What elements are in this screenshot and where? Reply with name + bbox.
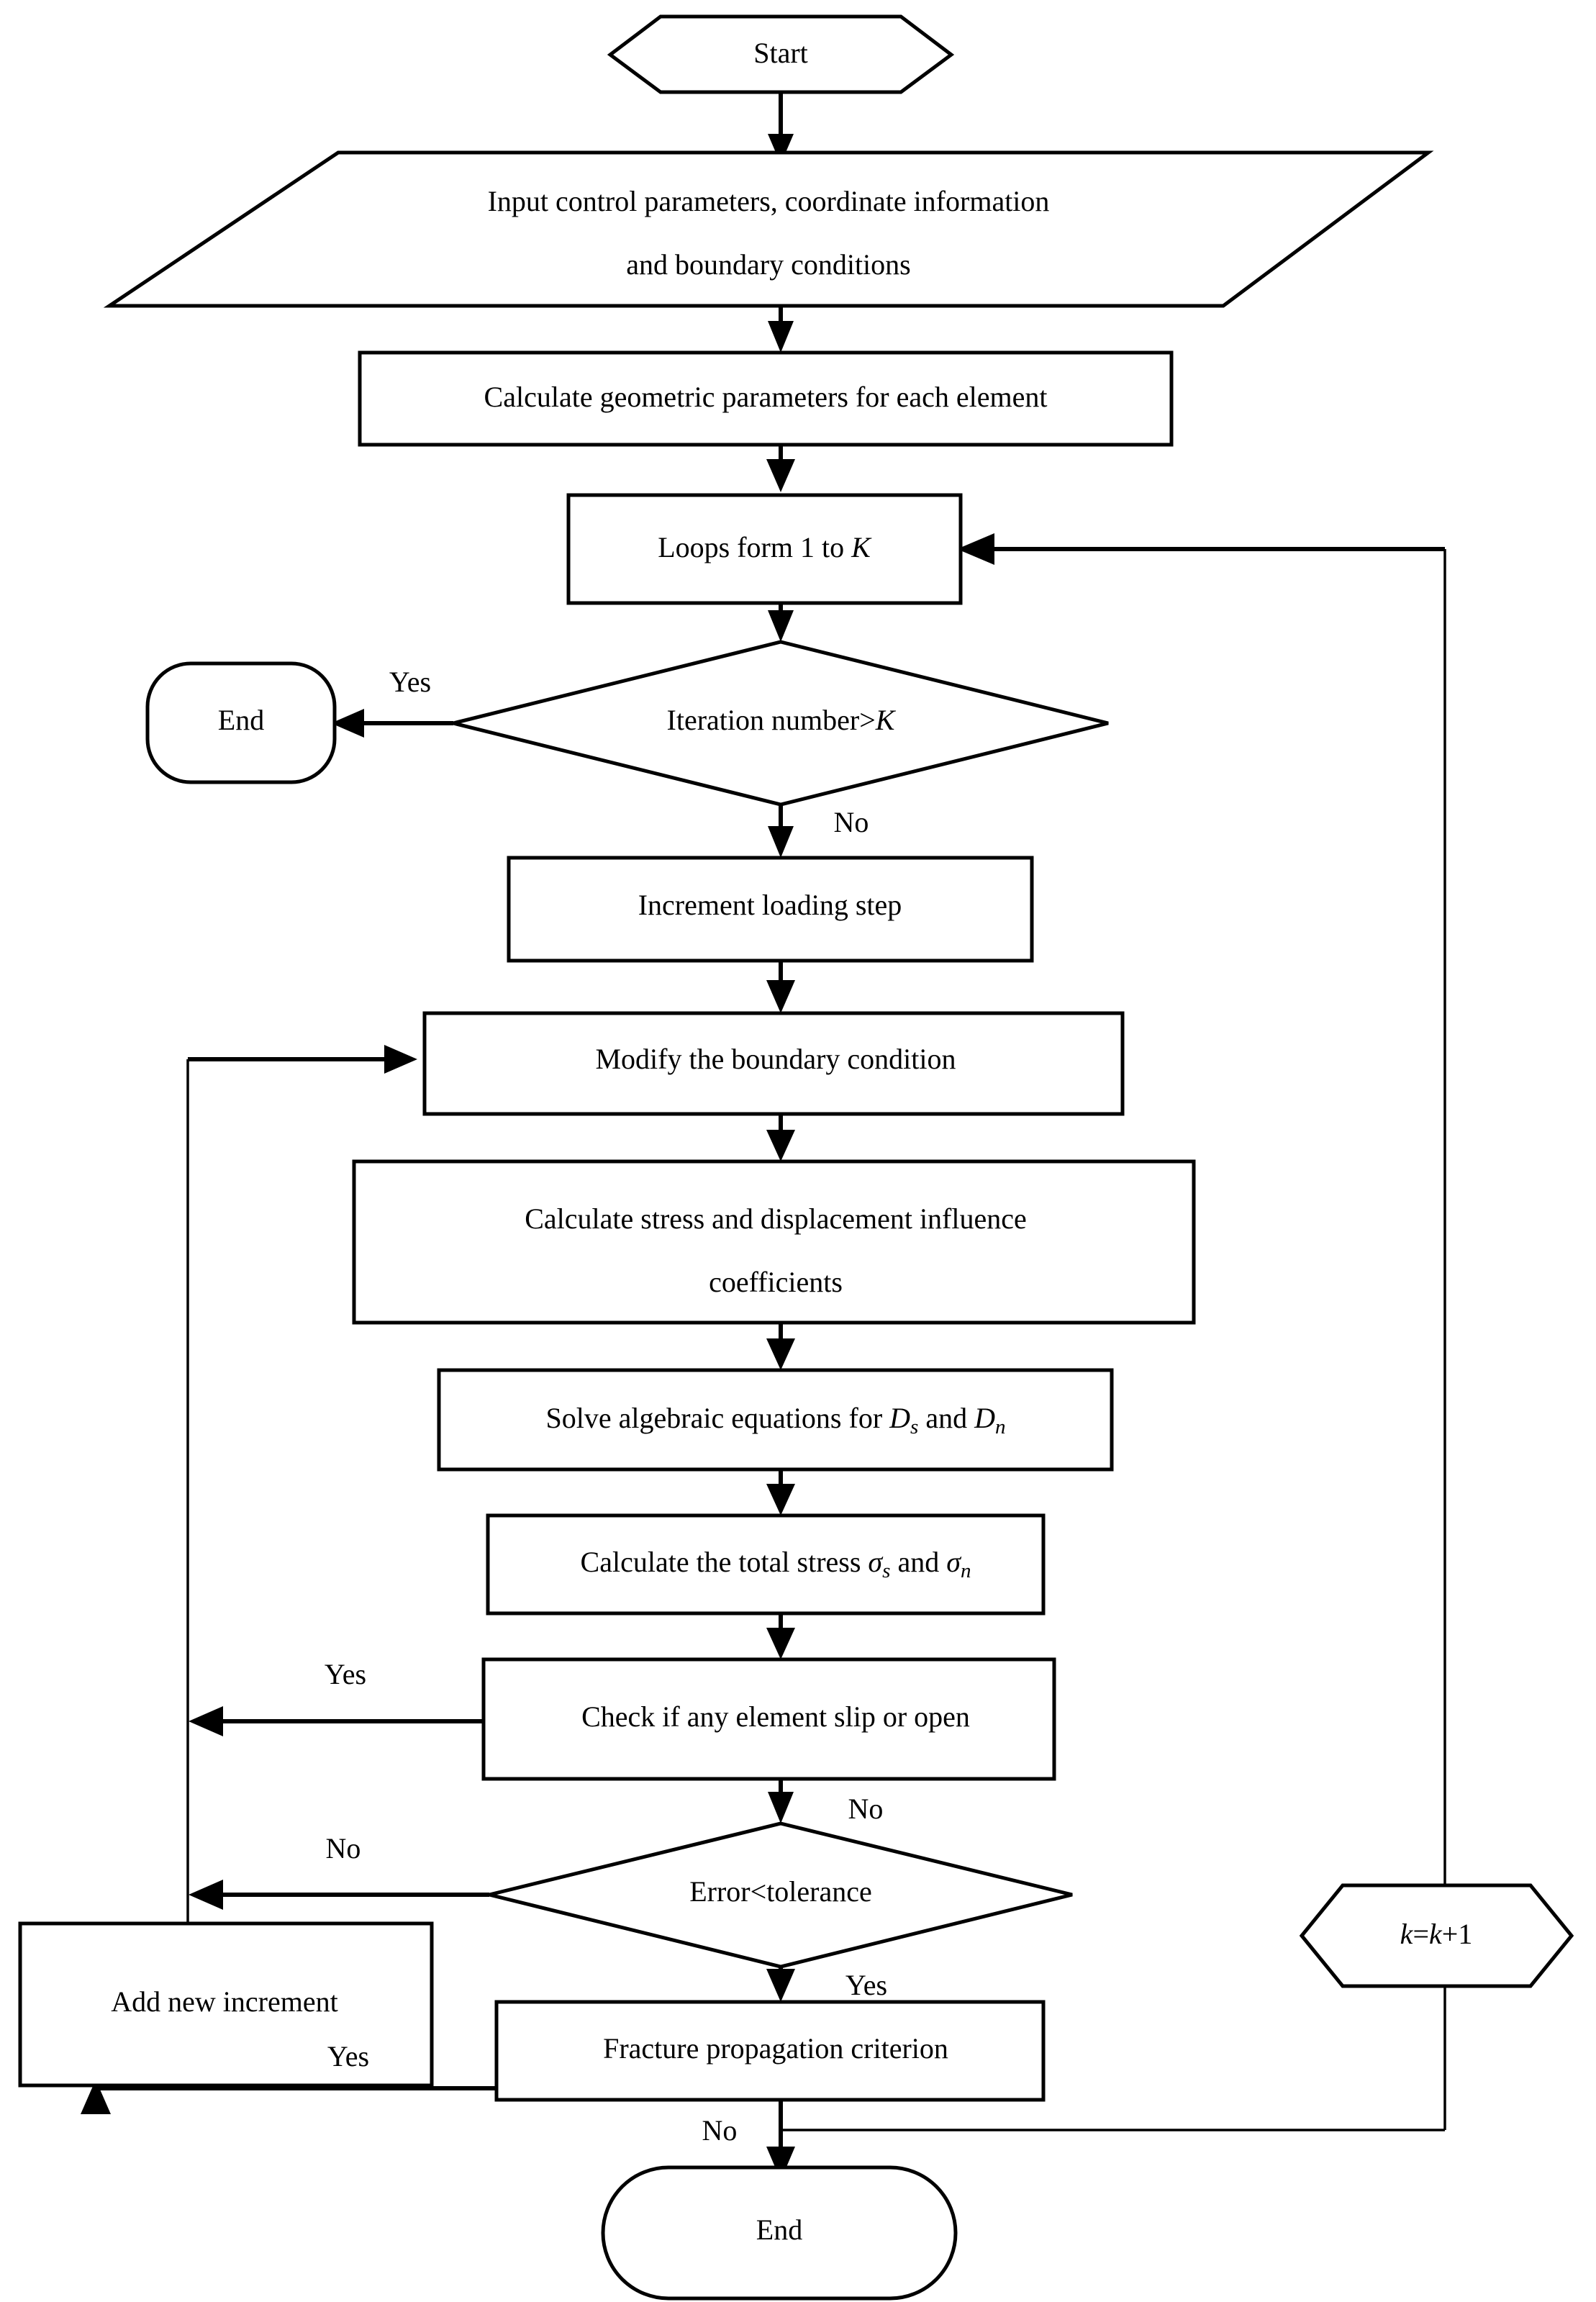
node-k-increment[interactable]: k=k+1 [1299, 1883, 1574, 1988]
node-total-stress-sub1: s [882, 1559, 890, 1582]
node-modify-boundary[interactable]: Modify the boundary condition [422, 1011, 1125, 1116]
edge-label-iteration-no: No [834, 806, 869, 838]
node-start-label: Start [753, 37, 808, 69]
node-end-left[interactable]: End [145, 661, 337, 784]
node-solve-equations-prefix: Solve algebraic equations for [546, 1402, 890, 1434]
node-error-tolerance[interactable]: Error<tolerance [489, 1821, 1073, 1969]
node-total-stress-text: Calculate the total stress σs and σn [581, 1546, 971, 1582]
edge-checkslip-yes-to-return [189, 1706, 484, 1736]
edge-itercheck-yes-to-end [331, 709, 453, 738]
node-end-bottom[interactable]: End [601, 2165, 958, 2301]
node-loops-prefix-text: Loops form 1 to [658, 531, 851, 563]
node-total-stress-sub2: n [961, 1559, 971, 1582]
node-add-increment[interactable]: Add new increment [18, 1921, 434, 2088]
node-increment-loading[interactable]: Increment loading step [507, 856, 1034, 963]
node-solve-equations-var1: D [889, 1402, 910, 1434]
node-error-tolerance-label: Error<tolerance [689, 1875, 872, 1908]
node-calculate-coefficients-line1: Calculate stress and displacement influe… [525, 1202, 1027, 1235]
node-solve-equations-var2: D [974, 1402, 995, 1434]
edge-calcgeom-to-loops [766, 445, 795, 492]
edge-fracture-yes-to-addincrement [81, 2080, 497, 2114]
edge-totalstress-to-checkslip [766, 1613, 795, 1659]
edge-label-error-no: No [326, 1832, 361, 1864]
node-total-stress-var2: σ [946, 1546, 961, 1578]
node-fracture-criterion[interactable]: Fracture propagation criterion [494, 2000, 1046, 2102]
node-total-stress-var1: σ [868, 1546, 883, 1578]
node-start[interactable]: Start [607, 14, 955, 94]
edge-label-iteration-yes: Yes [389, 666, 431, 698]
node-add-increment-label: Add new increment [111, 1985, 337, 2018]
node-end-bottom-label: End [756, 2213, 802, 2246]
edge-label-fracture-no: No [702, 2114, 738, 2147]
node-total-stress-mid: and [890, 1546, 946, 1578]
node-iteration-check[interactable]: Iteration number>K [453, 640, 1109, 807]
node-calculate-coefficients-line2: coefficients [709, 1266, 843, 1298]
node-total-stress-prefix: Calculate the total stress [581, 1546, 869, 1578]
node-k-increment-eq: = [1413, 1918, 1429, 1950]
edge-solveeq-to-totalstress [766, 1469, 795, 1515]
edge-incload-to-modifybc [766, 961, 795, 1013]
edge-checkslip-no-to-errortol [768, 1779, 794, 1823]
edge-errortol-no-to-return [189, 1880, 489, 1910]
node-end-left-label: End [218, 704, 264, 736]
node-k-increment-text: k=k+1 [1400, 1918, 1473, 1950]
node-solve-equations[interactable]: Solve algebraic equations for Ds and Dn [437, 1368, 1114, 1472]
node-solve-equations-mid: and [918, 1402, 974, 1434]
edge-label-slip-no: No [848, 1793, 884, 1825]
node-input[interactable]: Input control parameters, coordinate inf… [103, 150, 1434, 308]
node-increment-loading-label: Increment loading step [638, 889, 902, 921]
node-k-increment-v2: k [1429, 1918, 1443, 1950]
edge-calccoeff-to-solveeq [766, 1323, 795, 1370]
node-loops-text: Loops form 1 to K [658, 531, 872, 563]
node-input-line2: and boundary conditions [626, 248, 911, 281]
node-check-slip[interactable]: Check if any element slip or open [481, 1657, 1056, 1781]
node-calculate-coefficients[interactable]: Calculate stress and displacement influe… [352, 1159, 1196, 1325]
node-iteration-check-var: K [875, 704, 897, 736]
edge-start-to-input [768, 92, 794, 164]
edge-left-return-path [186, 1045, 417, 2085]
node-calculate-geometric[interactable]: Calculate geometric parameters for each … [358, 350, 1174, 447]
node-solve-equations-text: Solve algebraic equations for Ds and Dn [546, 1402, 1006, 1438]
edge-label-error-yes: Yes [845, 1969, 887, 2001]
node-total-stress[interactable]: Calculate the total stress σs and σn [486, 1513, 1046, 1616]
edge-label-fracture-yes: Yes [327, 2040, 369, 2072]
node-solve-equations-sub1: s [910, 1415, 918, 1438]
node-check-slip-label: Check if any element slip or open [581, 1700, 970, 1733]
node-k-increment-plus: +1 [1442, 1918, 1473, 1950]
edge-input-to-calcgeom [768, 305, 794, 353]
node-loops[interactable]: Loops form 1 to K [0, 0, 963, 605]
node-iteration-check-text: Iteration number>K [667, 704, 897, 736]
node-solve-equations-sub2: n [995, 1415, 1006, 1438]
node-k-increment-v1: k [1400, 1918, 1414, 1950]
node-loops-var: K [851, 531, 872, 563]
node-modify-boundary-label: Modify the boundary condition [595, 1043, 956, 1075]
node-fracture-criterion-label: Fracture propagation criterion [603, 2032, 948, 2065]
node-calculate-geometric-label: Calculate geometric parameters for each … [484, 381, 1048, 413]
edge-label-slip-yes: Yes [325, 1658, 366, 1690]
edge-loops-to-itercheck [768, 603, 794, 642]
edge-right-return-loop [781, 533, 1446, 2131]
node-input-line1: Input control parameters, coordinate inf… [488, 185, 1050, 217]
node-iteration-check-prefix: Iteration number> [667, 704, 876, 736]
edge-modifybc-to-calccoeff [766, 1114, 795, 1161]
